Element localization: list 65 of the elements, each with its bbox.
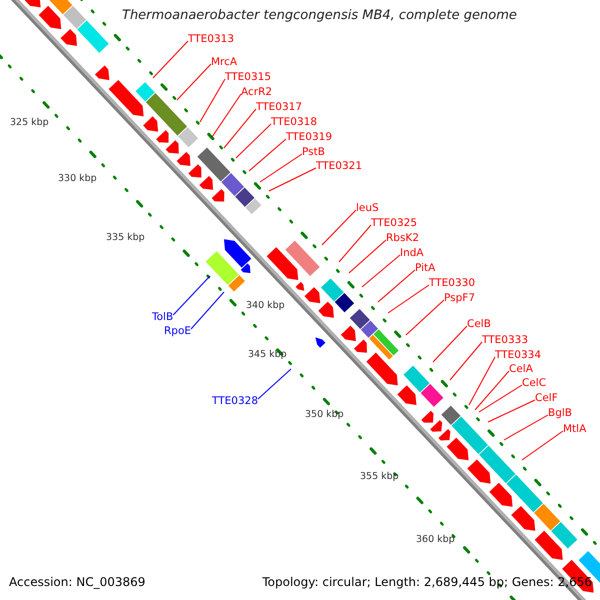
leader-line bbox=[236, 124, 272, 158]
leader-line bbox=[522, 430, 564, 460]
gene-label: MtlA bbox=[563, 423, 586, 435]
gene-label: TTE0325 bbox=[371, 217, 417, 229]
gene-label: TTE0330 bbox=[429, 277, 475, 289]
leader-line bbox=[268, 168, 316, 192]
gene-label: CelC bbox=[522, 377, 546, 389]
leader-line bbox=[212, 94, 242, 138]
leader-line bbox=[362, 254, 400, 288]
leader-line bbox=[260, 154, 302, 182]
gene-label: TTE0318 bbox=[271, 116, 317, 128]
gene-label: TTE0319 bbox=[286, 131, 332, 143]
gene-label: MrcA bbox=[211, 56, 238, 68]
gene-label: leuS bbox=[356, 202, 379, 214]
gene-label: TolB bbox=[152, 311, 174, 323]
leader-line bbox=[172, 276, 210, 316]
gene-label: RbsK2 bbox=[386, 232, 419, 244]
gene-label: AcrR2 bbox=[241, 86, 272, 98]
gene-label: BglB bbox=[548, 407, 572, 419]
gene-label: CelB bbox=[467, 318, 491, 330]
position-label: 350 kbp bbox=[305, 409, 344, 420]
position-label: 340 kbp bbox=[246, 300, 285, 311]
leader-line bbox=[224, 108, 256, 148]
leader-line bbox=[474, 370, 510, 410]
leader-line bbox=[504, 414, 548, 440]
gene-label: IndA bbox=[400, 247, 424, 259]
gene-label: TTE0313 bbox=[188, 33, 234, 45]
leader-line bbox=[258, 368, 292, 400]
gene-label: PspF7 bbox=[444, 292, 476, 304]
gene-label: PitA bbox=[415, 262, 436, 274]
leader-line bbox=[450, 342, 482, 380]
position-label: 345 kbp bbox=[248, 349, 287, 360]
gene-label: TTE0334 bbox=[495, 349, 541, 361]
position-label: 330 kbp bbox=[58, 173, 97, 184]
gene-label: TTE0315 bbox=[225, 71, 271, 83]
diagram-title: Thermoanaerobacter tengcongensis MB4, complete genome bbox=[122, 9, 517, 22]
leader-line bbox=[432, 326, 468, 362]
leader-line bbox=[488, 400, 536, 422]
leader-line bbox=[478, 384, 522, 412]
leader-line bbox=[378, 270, 416, 302]
position-label: 335 kbp bbox=[106, 232, 145, 243]
leader-line bbox=[338, 224, 372, 262]
leader-line bbox=[176, 64, 212, 100]
leader-line bbox=[248, 138, 286, 172]
gene-label: CelA bbox=[509, 363, 533, 375]
leader-line bbox=[406, 300, 444, 336]
gene-label: PstB bbox=[302, 146, 325, 158]
gene-label: CelF bbox=[535, 392, 558, 404]
leader-line bbox=[200, 78, 226, 122]
leader-line bbox=[322, 210, 356, 246]
leader-line bbox=[388, 284, 430, 314]
gene-label: RpoE bbox=[164, 325, 192, 337]
genome-info-text: Topology: circular; Length: 2,689,445 bp; Genes: 2,656 bbox=[262, 575, 592, 589]
leader-line bbox=[152, 40, 188, 78]
gene-label: TTE0328 bbox=[212, 395, 258, 407]
leader-line bbox=[190, 292, 224, 330]
leader-line bbox=[348, 240, 386, 274]
position-label: 355 kbp bbox=[360, 471, 399, 482]
position-label: 325 kbp bbox=[10, 117, 49, 128]
gene-label: TTE0333 bbox=[482, 334, 528, 346]
accession-text: Accession: NC_003869 bbox=[9, 575, 146, 589]
gene-label: TTE0317 bbox=[256, 101, 302, 113]
position-label: 360 kbp bbox=[416, 534, 455, 545]
leader-line bbox=[468, 356, 496, 406]
gene-label: TTE0321 bbox=[316, 160, 362, 172]
